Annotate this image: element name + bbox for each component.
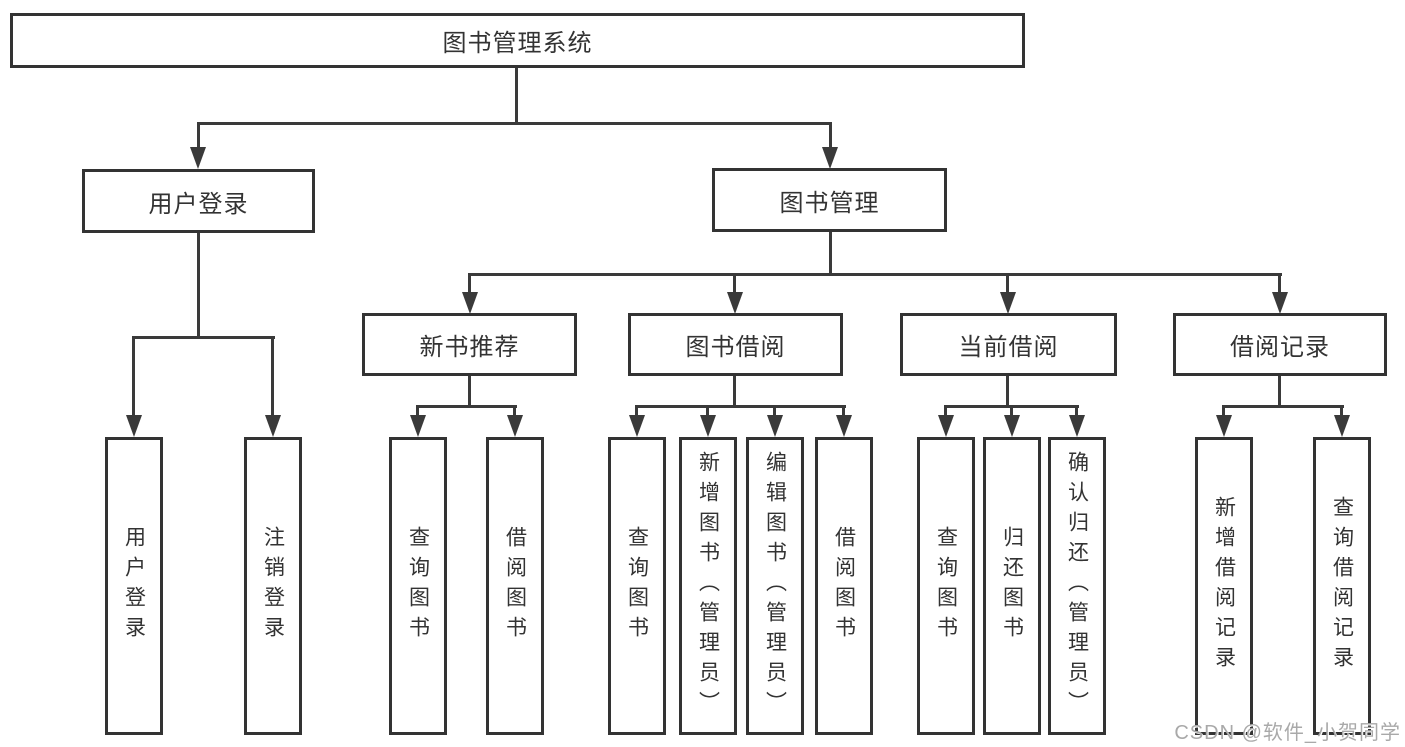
leaf-label: 用户登录 bbox=[122, 526, 146, 646]
connector-line bbox=[1010, 405, 1013, 418]
leaf-recommend-borrow-books: 借阅图书 bbox=[486, 437, 544, 735]
connector-line bbox=[635, 405, 638, 418]
connector-line bbox=[829, 232, 832, 273]
arrow-head bbox=[629, 415, 645, 437]
connector-line bbox=[513, 405, 516, 418]
connector-line bbox=[1278, 376, 1281, 405]
arrow-head bbox=[836, 415, 852, 437]
connector-line bbox=[829, 122, 832, 150]
leaf-label: 查询图书 bbox=[934, 526, 958, 646]
leaf-label: 注销登录 bbox=[261, 526, 285, 646]
leaf-current-confirm-return-admin: 确认归还（管理员） bbox=[1048, 437, 1106, 735]
connector-line bbox=[197, 122, 832, 125]
arrow-head bbox=[1069, 415, 1085, 437]
node-current-borrowing: 当前借阅 bbox=[900, 313, 1117, 376]
node-book-borrowing: 图书借阅 bbox=[628, 313, 843, 376]
arrow-head bbox=[1272, 292, 1288, 314]
node-label: 图书借阅 bbox=[685, 334, 786, 361]
connector-line bbox=[132, 336, 275, 339]
node-user-login: 用户登录 bbox=[82, 169, 315, 233]
leaf-label: 新增图书（管理员） bbox=[696, 451, 720, 721]
node-borrowing-records: 借阅记录 bbox=[1173, 313, 1387, 376]
connector-line bbox=[197, 122, 200, 150]
leaf-records-query-record: 查询借阅记录 bbox=[1313, 437, 1371, 735]
arrow-head bbox=[190, 147, 206, 169]
node-label: 图书管理 bbox=[779, 189, 880, 217]
leaf-label: 编辑图书（管理员） bbox=[763, 451, 787, 721]
node-library-system: 图书管理系统 bbox=[10, 13, 1025, 68]
leaf-borrow-borrow-books: 借阅图书 bbox=[815, 437, 873, 735]
arrow-head bbox=[265, 415, 281, 437]
leaf-borrow-edit-books-admin: 编辑图书（管理员） bbox=[746, 437, 804, 735]
connector-line bbox=[1278, 273, 1281, 295]
node-label: 借阅记录 bbox=[1230, 334, 1330, 361]
arrow-head bbox=[126, 415, 142, 437]
arrow-head bbox=[410, 415, 426, 437]
arrow-head bbox=[1000, 292, 1016, 314]
arrow-head bbox=[1216, 415, 1232, 437]
connector-line bbox=[1006, 273, 1009, 295]
csdn-watermark: CSDN @软件_小贺同学 bbox=[1174, 722, 1401, 744]
arrow-head bbox=[1004, 415, 1020, 437]
connector-line bbox=[1222, 405, 1225, 418]
connector-line bbox=[635, 405, 846, 408]
connector-line bbox=[468, 273, 1282, 276]
node-new-book-recommendation: 新书推荐 bbox=[362, 313, 577, 376]
leaf-logout: 注销登录 bbox=[244, 437, 302, 735]
leaf-records-add-record: 新增借阅记录 bbox=[1195, 437, 1253, 735]
leaf-current-return-books: 归还图书 bbox=[983, 437, 1041, 735]
leaf-label: 查询图书 bbox=[625, 526, 649, 646]
node-label: 新书推荐 bbox=[419, 334, 520, 361]
connector-line bbox=[1006, 376, 1009, 405]
leaf-borrow-add-books-admin: 新增图书（管理员） bbox=[679, 437, 737, 735]
connector-line bbox=[515, 68, 518, 122]
node-label: 用户登录 bbox=[148, 190, 249, 218]
connector-line bbox=[1222, 405, 1344, 408]
leaf-user-login: 用户登录 bbox=[105, 437, 163, 735]
leaf-label: 借阅图书 bbox=[503, 526, 527, 646]
leaf-borrow-query-books: 查询图书 bbox=[608, 437, 666, 735]
connector-line bbox=[271, 336, 274, 418]
connector-line bbox=[416, 405, 419, 418]
arrow-head bbox=[700, 415, 716, 437]
arrow-head bbox=[767, 415, 783, 437]
leaf-label: 查询借阅记录 bbox=[1330, 496, 1354, 676]
leaf-label: 查询图书 bbox=[406, 526, 430, 646]
arrow-head bbox=[1334, 415, 1350, 437]
arrow-head bbox=[822, 147, 838, 169]
connector-line bbox=[468, 376, 471, 405]
arrow-head bbox=[462, 292, 478, 314]
connector-line bbox=[416, 405, 517, 408]
node-label: 当前借阅 bbox=[958, 334, 1059, 361]
arrow-head bbox=[727, 292, 743, 314]
leaf-recommend-query-books: 查询图书 bbox=[389, 437, 447, 735]
leaf-label: 借阅图书 bbox=[832, 526, 856, 646]
leaf-label: 新增借阅记录 bbox=[1212, 496, 1236, 676]
connector-line bbox=[733, 273, 736, 295]
connector-line bbox=[197, 233, 200, 336]
node-label: 图书管理系统 bbox=[442, 30, 593, 57]
arrow-head bbox=[507, 415, 523, 437]
leaf-current-query-books: 查询图书 bbox=[917, 437, 975, 735]
connector-line bbox=[1340, 405, 1343, 418]
connector-line bbox=[733, 376, 736, 405]
connector-line bbox=[1075, 405, 1078, 418]
node-book-management: 图书管理 bbox=[712, 168, 947, 232]
connector-line bbox=[842, 405, 845, 418]
connector-line bbox=[944, 405, 947, 418]
connector-line bbox=[773, 405, 776, 418]
arrow-head bbox=[938, 415, 954, 437]
leaf-label: 确认归还（管理员） bbox=[1065, 451, 1089, 721]
connector-line bbox=[132, 336, 135, 418]
connector-line bbox=[468, 273, 471, 295]
leaf-label: 归还图书 bbox=[1000, 526, 1024, 646]
connector-line bbox=[706, 405, 709, 418]
